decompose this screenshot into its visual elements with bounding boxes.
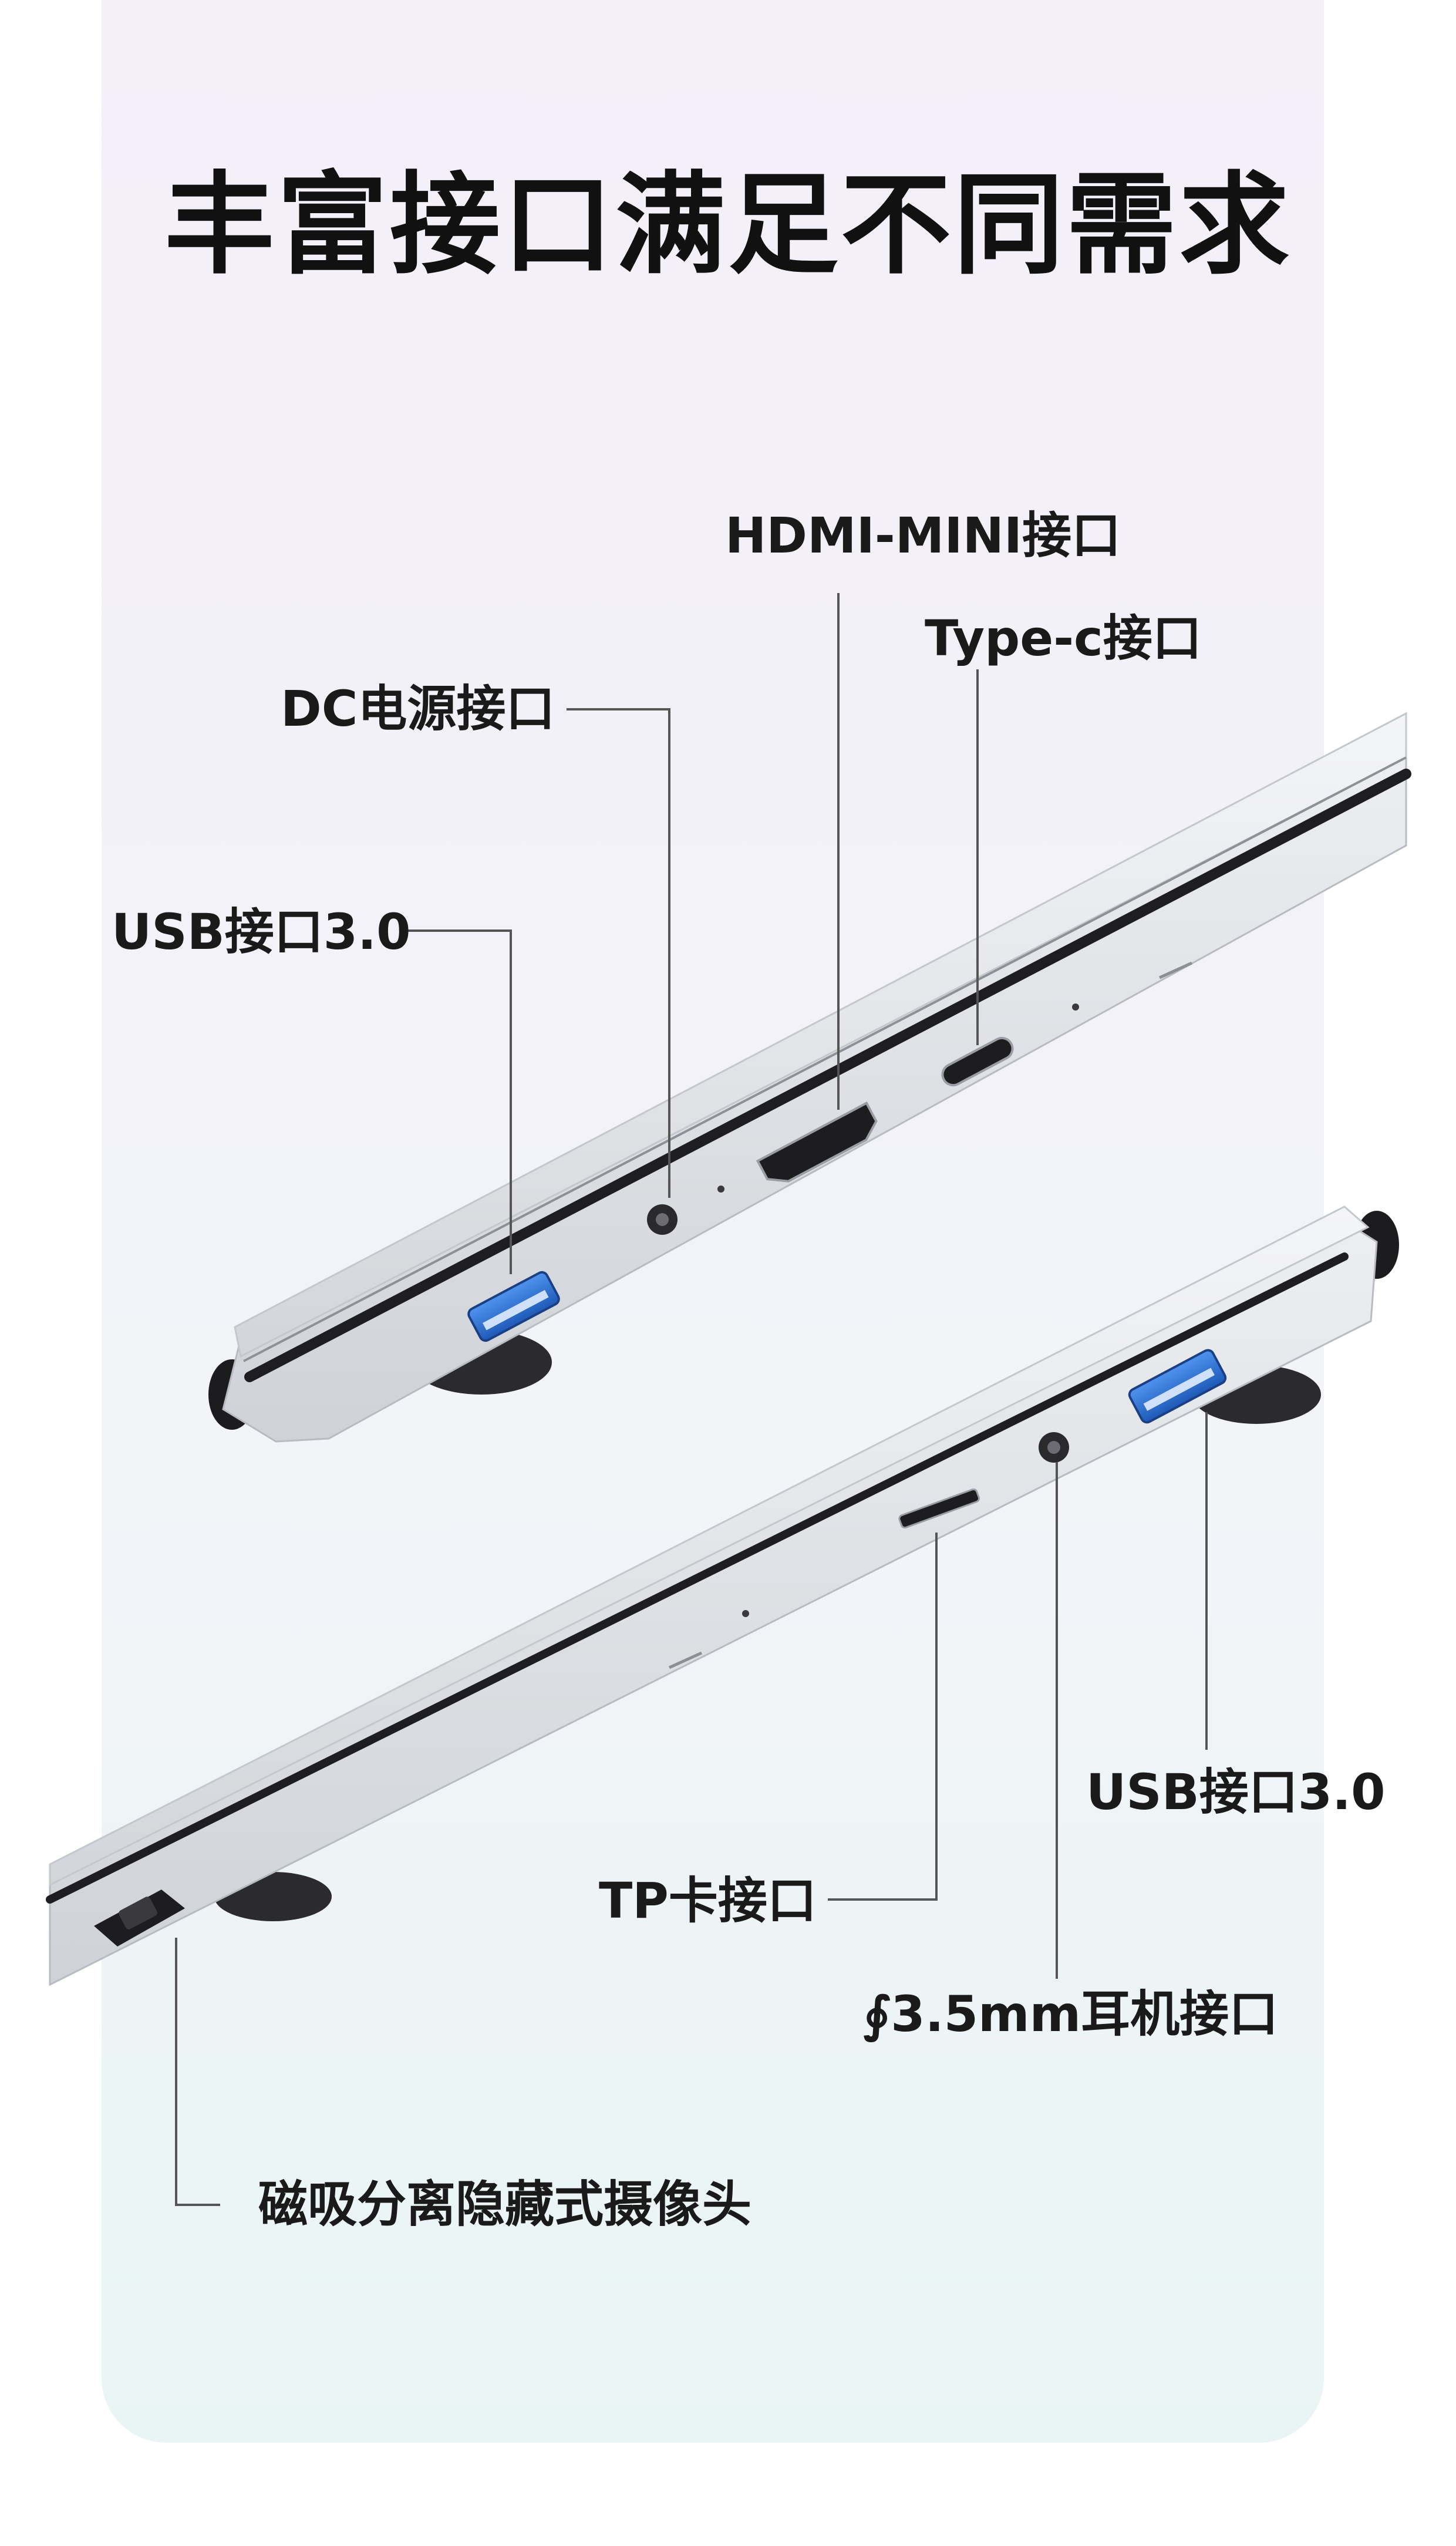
label-tp-card: TP卡接口 xyxy=(599,1872,817,1929)
label-audio-jack: ∮3.5mm耳机接口 xyxy=(863,1985,1279,2043)
laptop-seam xyxy=(46,1252,1349,1904)
indicator-dot xyxy=(742,1610,749,1617)
laptop-lid xyxy=(49,1205,1370,1887)
laptop-side-icon xyxy=(208,712,1411,1443)
label-usb-top: USB接口3.0 xyxy=(112,903,411,961)
label-camera: 磁吸分离隐藏式摄像头 xyxy=(258,2175,752,2233)
usb-port-icon xyxy=(467,1271,560,1342)
dc-jack-icon xyxy=(647,1204,678,1235)
laptop-side-icon xyxy=(46,1205,1399,1986)
vent-mark xyxy=(668,1651,703,1669)
typec-port-icon xyxy=(941,1036,1014,1087)
camera-icon xyxy=(94,1890,185,1946)
indicator-dot xyxy=(717,1186,724,1193)
leader-line-tp xyxy=(828,1533,938,1901)
audio-jack-icon xyxy=(1039,1432,1069,1463)
laptop-lid xyxy=(234,712,1407,1358)
usb-port-icon xyxy=(1128,1349,1227,1424)
leader-line-camera xyxy=(175,1938,220,2206)
label-usb-bottom: USB接口3.0 xyxy=(1086,1763,1386,1821)
indicator-dot xyxy=(1072,1003,1079,1011)
page-title: 丰富接口满足不同需求 xyxy=(164,161,1292,289)
card-slot-icon xyxy=(898,1488,980,1529)
laptop-seam xyxy=(244,769,1411,1382)
vent-mark xyxy=(1158,961,1193,979)
label-hdmi-mini: HDMI-MINI接口 xyxy=(725,507,1121,564)
hdmi-port-icon xyxy=(756,1101,878,1183)
label-type-c: Type-c接口 xyxy=(925,609,1202,667)
leader-line-usb-top xyxy=(399,930,512,1274)
label-dc-power: DC电源接口 xyxy=(281,680,555,737)
leader-line-dc xyxy=(567,708,670,1198)
